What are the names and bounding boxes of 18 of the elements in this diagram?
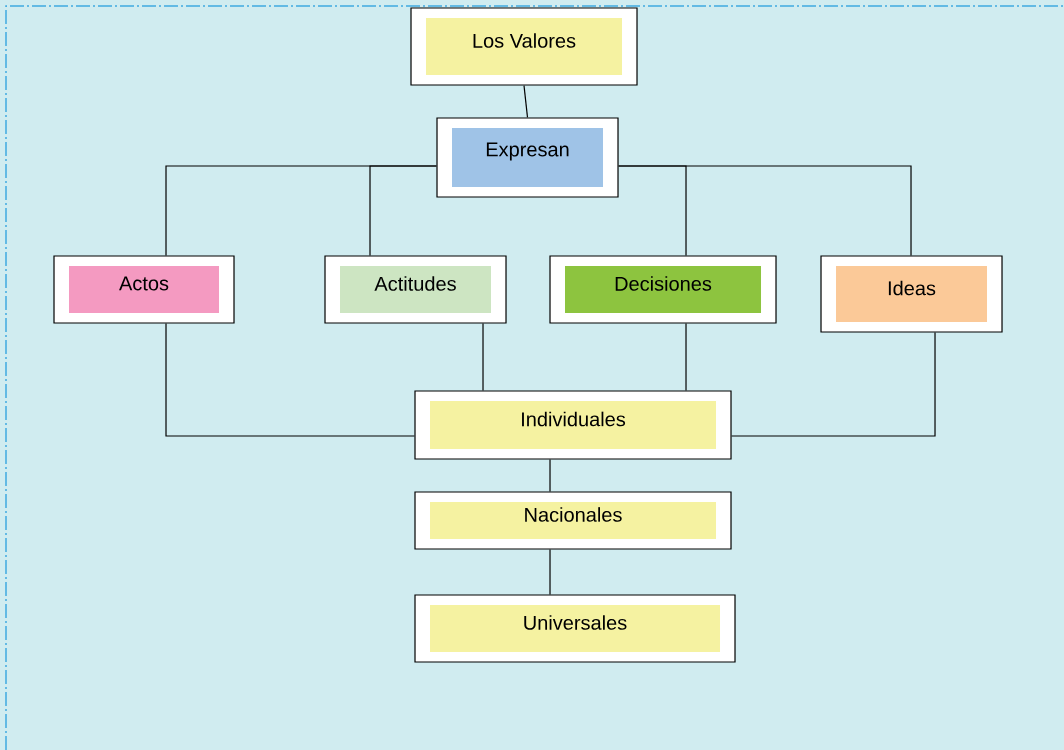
process-box: Expresan: [436, 117, 619, 198]
connector-line: [731, 332, 936, 437]
connector-line: [549, 459, 551, 492]
connector-line: [618, 165, 912, 256]
connector-line: [685, 323, 687, 391]
process-box: Nacionales: [414, 491, 732, 550]
connector-line: [165, 323, 415, 437]
process-box: Actitudes: [324, 255, 507, 324]
process-box: Individuales: [414, 390, 732, 460]
connector-line: [369, 165, 437, 256]
process-box: Los Valores: [410, 7, 638, 86]
connector-line: [523, 85, 529, 118]
process-box: Actos: [53, 255, 235, 324]
process-box: Ideas: [820, 255, 1003, 333]
connector-line: [549, 549, 551, 595]
process-box: Decisiones: [549, 255, 777, 324]
process-box: Universales: [414, 594, 736, 663]
connector-line: [482, 323, 484, 391]
